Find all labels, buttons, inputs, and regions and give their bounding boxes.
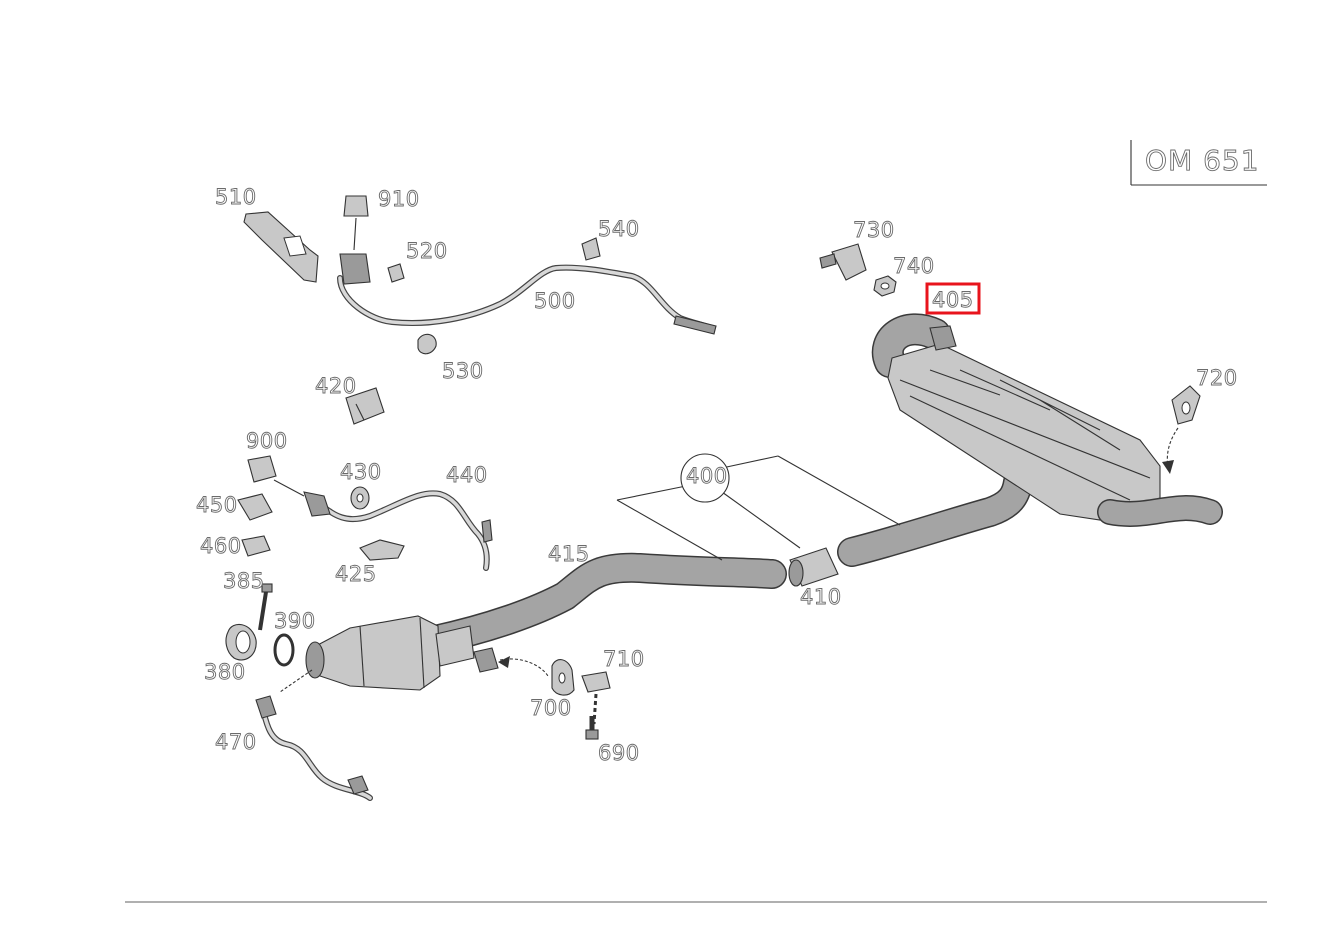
connector-540[interactable] bbox=[581, 237, 601, 261]
nut-740[interactable] bbox=[873, 275, 897, 297]
engine-code: OM 651 bbox=[1145, 144, 1260, 177]
sensor-wire-500[interactable] bbox=[337, 264, 717, 335]
bolt-690[interactable] bbox=[585, 716, 599, 740]
rear-muffler[interactable] bbox=[871, 313, 1223, 527]
nut-460[interactable] bbox=[241, 535, 271, 557]
label-730[interactable]: 730 bbox=[853, 218, 895, 243]
label-700[interactable]: 700 bbox=[530, 696, 572, 721]
clip-420[interactable] bbox=[345, 387, 385, 425]
sensor-wire-470[interactable] bbox=[255, 669, 373, 801]
label-900[interactable]: 900 bbox=[246, 429, 288, 454]
label-740[interactable]: 740 bbox=[893, 254, 935, 279]
part-labels: 510 910 520 540 500 530 420 900 430 440 … bbox=[196, 185, 1238, 766]
bracket-450[interactable] bbox=[237, 493, 273, 521]
pipe-hanger-bracket[interactable] bbox=[473, 647, 549, 677]
exhaust-pipe-415[interactable] bbox=[420, 552, 787, 655]
clamp-380[interactable] bbox=[225, 623, 257, 661]
label-510[interactable]: 510 bbox=[215, 185, 257, 210]
clip-530[interactable] bbox=[417, 333, 437, 355]
label-415[interactable]: 415 bbox=[548, 542, 590, 567]
label-400[interactable]: 400 bbox=[686, 464, 728, 489]
label-450[interactable]: 450 bbox=[196, 493, 238, 518]
label-385[interactable]: 385 bbox=[223, 569, 265, 594]
label-720[interactable]: 720 bbox=[1196, 366, 1238, 391]
sensor-wire-440[interactable] bbox=[303, 490, 493, 571]
label-380[interactable]: 380 bbox=[204, 660, 246, 685]
bracket-730[interactable] bbox=[819, 243, 867, 281]
label-440[interactable]: 440 bbox=[446, 463, 488, 488]
label-690[interactable]: 690 bbox=[598, 741, 640, 766]
gasket-390[interactable] bbox=[273, 633, 295, 667]
label-520[interactable]: 520 bbox=[406, 239, 448, 264]
label-430[interactable]: 430 bbox=[340, 460, 382, 485]
rear-pipe[interactable] bbox=[837, 467, 1033, 567]
label-540[interactable]: 540 bbox=[598, 217, 640, 242]
label-425[interactable]: 425 bbox=[335, 562, 377, 587]
clamp-410[interactable] bbox=[788, 547, 839, 587]
sensor-900[interactable] bbox=[247, 455, 305, 497]
grommet-430[interactable] bbox=[350, 486, 370, 510]
catalytic-converter[interactable] bbox=[305, 615, 475, 691]
label-530[interactable]: 530 bbox=[442, 359, 484, 384]
label-390[interactable]: 390 bbox=[274, 609, 316, 634]
label-470[interactable]: 470 bbox=[215, 730, 257, 755]
rubber-mount-720[interactable] bbox=[1162, 385, 1201, 474]
callout-400 bbox=[616, 453, 901, 561]
bracket-710[interactable] bbox=[581, 671, 611, 725]
label-410[interactable]: 410 bbox=[800, 585, 842, 610]
label-910[interactable]: 910 bbox=[378, 187, 420, 212]
bolt-385[interactable] bbox=[258, 583, 273, 631]
rubber-hanger-700[interactable] bbox=[551, 659, 575, 696]
sensor-910[interactable] bbox=[339, 195, 371, 285]
highlighted-part-405[interactable]: 405 bbox=[925, 282, 981, 315]
clip-425[interactable] bbox=[359, 539, 405, 561]
label-420[interactable]: 420 bbox=[315, 374, 357, 399]
label-500[interactable]: 500 bbox=[534, 289, 576, 314]
engine-code-box: OM 651 bbox=[1130, 140, 1267, 186]
bracket-510[interactable] bbox=[243, 211, 319, 283]
label-405[interactable]: 405 bbox=[932, 288, 974, 313]
label-710[interactable]: 710 bbox=[603, 647, 645, 672]
label-460[interactable]: 460 bbox=[200, 534, 242, 559]
nut-520[interactable] bbox=[387, 263, 405, 283]
